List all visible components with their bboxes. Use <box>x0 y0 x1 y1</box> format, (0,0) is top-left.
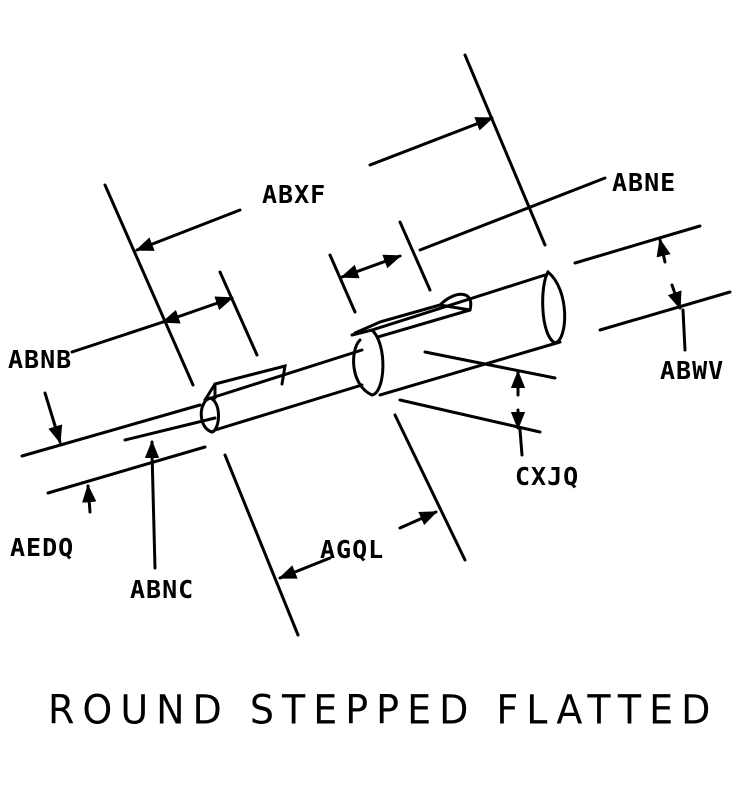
dimension-lines <box>43 116 687 580</box>
dimension-label-abnb: ABNB <box>8 345 73 374</box>
dimension-label-abnc: ABNC <box>130 575 195 604</box>
dimension-label-abxf: ABXF <box>262 180 327 209</box>
dimension-label-agql: AGQL <box>320 535 385 564</box>
dimension-label-aedq: AEDQ <box>10 533 75 562</box>
extension-lines <box>20 53 732 637</box>
diagram-title: ROUND STEPPED FLATTED <box>48 686 719 734</box>
dimension-label-cxjq: CXJQ <box>515 462 580 491</box>
dimension-label-abne: ABNE <box>612 168 677 197</box>
dimension-label-abwv: ABWV <box>660 356 725 385</box>
stepped-pin <box>199 269 567 434</box>
